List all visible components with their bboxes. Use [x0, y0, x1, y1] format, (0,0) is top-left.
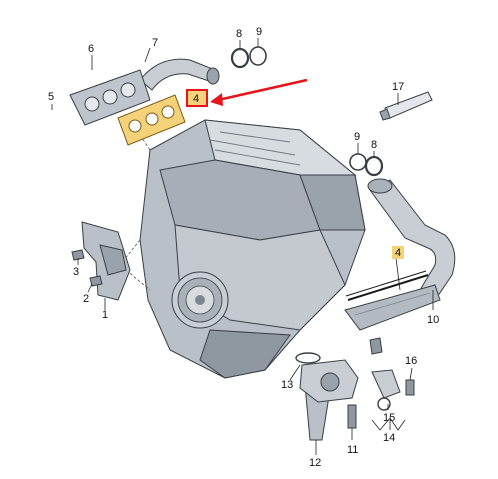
callout-11: 11	[347, 444, 358, 456]
callout-4-highlight-fill	[188, 91, 206, 105]
callout-10: 10	[427, 314, 439, 326]
leader-lines	[51, 38, 434, 455]
callout-3: 3	[73, 266, 79, 278]
part-15-sensor	[371, 369, 401, 399]
callout-14: 14	[383, 432, 395, 444]
callout-9-top: 9	[256, 26, 262, 38]
part-4-gasket-upper	[117, 94, 186, 146]
callout-2: 2	[83, 293, 89, 305]
callout-6: 6	[88, 43, 94, 55]
crank-pulley	[171, 271, 229, 329]
callout-4-right: 4	[395, 247, 401, 259]
callout-16: 16	[405, 355, 417, 367]
part-11-bolt	[347, 404, 357, 429]
part-16-bolt	[405, 379, 415, 396]
callout-4-right-fill	[392, 246, 404, 259]
part-10-exhaust-manifold-right	[344, 178, 456, 331]
callout-15: 15	[383, 412, 395, 424]
water-pump-housing	[299, 359, 359, 403]
part-1-bracket	[81, 221, 131, 301]
callout-labels: 1 2 3 4 4 5 6 7 8 9 9 8 10 11 12 13 14 1…	[48, 26, 439, 469]
callout-4-upper: 4	[193, 93, 199, 105]
part-13-gasket-ring	[295, 352, 321, 364]
part-2-bolt	[89, 275, 103, 287]
callout-12: 12	[309, 457, 321, 469]
exhaust-manifold-flange	[69, 69, 151, 126]
part-7-exhaust-pipe-upper	[139, 58, 220, 91]
part-9-ring-right	[349, 153, 367, 171]
callout-5: 5	[48, 91, 54, 103]
part-9-ring-top	[249, 46, 267, 66]
callout-8-right: 8	[371, 139, 377, 151]
engine-block	[119, 119, 366, 379]
callout-7: 7	[152, 37, 158, 49]
part-14-seal-ring	[377, 397, 391, 411]
callout-13: 13	[281, 379, 293, 391]
part-3-bolt	[71, 249, 85, 261]
callout-1: 1	[102, 309, 108, 321]
highlight-callout	[186, 78, 308, 107]
part-8-ring-right	[364, 155, 384, 177]
callout-9-right: 9	[354, 131, 360, 143]
part-10-bolt	[369, 337, 383, 355]
part-17-sealant-tube	[379, 91, 433, 121]
part-4-gasket-right	[345, 257, 429, 301]
callout-8-top: 8	[236, 28, 242, 40]
callout-17: 17	[392, 81, 404, 93]
part-8-ring-top	[230, 47, 250, 69]
part-16-bracket-line	[371, 417, 406, 431]
